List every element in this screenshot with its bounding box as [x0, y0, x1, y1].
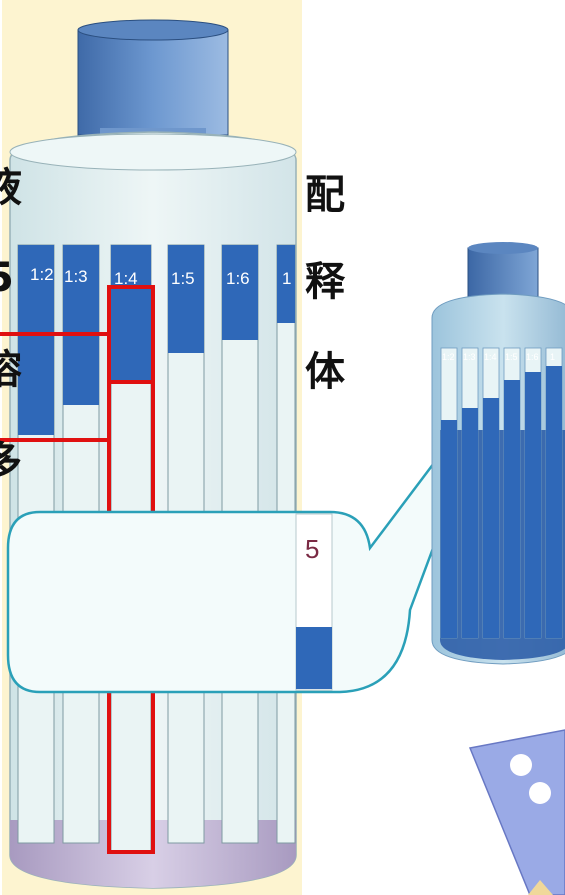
small-strip-label-2: 1:3: [463, 352, 476, 362]
strip-fill-1-7: [277, 245, 295, 323]
small-strip-label-1: 1:2: [442, 352, 455, 362]
right-char-1: 配: [305, 172, 345, 218]
strip-fills: [18, 245, 295, 435]
strip-label-3: 1:4: [114, 269, 138, 288]
small-strip-label-6: 1: [550, 352, 555, 362]
left-char-3: 溶: [0, 347, 22, 393]
strip-fill-1-5: [168, 245, 204, 353]
small-bottle-cap-icon: [467, 247, 539, 299]
right-char-2: 释: [305, 259, 345, 305]
strip-label-1: 1:2: [30, 265, 54, 284]
strip-fill-1-2: [18, 245, 54, 435]
strip-label-5: 1:6: [226, 269, 250, 288]
zoom-digit: 5: [305, 534, 319, 564]
left-char-4: 多: [0, 439, 22, 485]
left-char-1: 液: [0, 165, 22, 211]
small-strip-label-5: 1:6: [526, 352, 539, 362]
small-bottle: 1:2 1:3 1:4 1:5 1:6 1: [431, 242, 565, 665]
strip-label-4: 1:5: [171, 269, 195, 288]
strip-fill-1-4: [111, 245, 151, 382]
right-char-3: 体: [305, 349, 345, 395]
strip-label-2: 1:3: [64, 267, 88, 286]
strip-label-6: 1: [282, 269, 291, 288]
level-bracket: [0, 332, 153, 442]
strip-fill-1-3: [63, 245, 99, 405]
zoom-callout: 5: [6, 381, 497, 694]
small-strip-label-4: 1:5: [505, 352, 518, 362]
bottle-cap-icon: [77, 19, 229, 144]
left-char-2: 5: [0, 258, 14, 298]
ruler-triangle-icon: [468, 729, 565, 895]
strip-fill-1-6: [222, 245, 258, 340]
small-strip-label-3: 1:4: [484, 352, 497, 362]
